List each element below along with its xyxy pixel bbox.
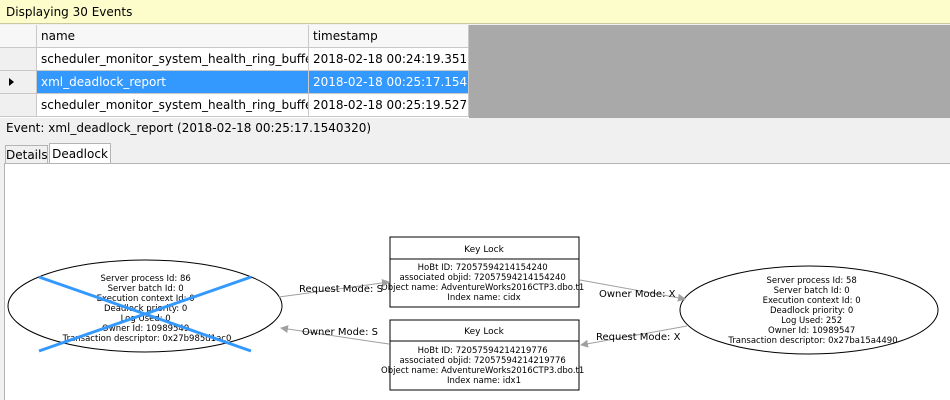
- victim-process-ellipse: [7, 259, 283, 353]
- event-name-cell[interactable]: xml_deadlock_report: [37, 71, 309, 93]
- victim-process-text: Server process Id: 86 Server batch Id: 0…: [62, 274, 232, 344]
- key-lock-bottom-title: Key Lock: [464, 327, 504, 337]
- row-selector[interactable]: [0, 94, 37, 116]
- table-row-selected[interactable]: xml_deadlock_report 2018-02-18 00:25:17.…: [0, 71, 469, 94]
- other-process-text: Server process Id: 58 Server batch Id: 0…: [727, 276, 897, 346]
- row-selector[interactable]: [0, 48, 37, 70]
- deadlock-graph-canvas[interactable]: Server process Id: 86 Server batch Id: 0…: [4, 163, 950, 400]
- key-lock-node-top[interactable]: Key Lock HoBt ID: 72057594214154240 asso…: [381, 236, 587, 308]
- edge-other-request: [580, 325, 688, 348]
- tab-deadlock[interactable]: Deadlock: [49, 143, 111, 164]
- event-name-cell[interactable]: scheduler_monitor_system_health_ring_buf…: [37, 48, 309, 70]
- other-process-node[interactable]: Server process Id: 58 Server batch Id: 0…: [679, 265, 939, 355]
- key-lock-top-text: HoBt ID: 72057594214154240 associated ob…: [381, 263, 587, 303]
- event-timestamp-cell[interactable]: 2018-02-18 00:25:19.5276859: [309, 94, 469, 116]
- deadlock-graph: Server process Id: 86 Server batch Id: 0…: [7, 236, 939, 391]
- key-lock-bottom-box: [389, 319, 580, 391]
- current-row-arrow-icon: [9, 78, 14, 86]
- edge-victim-request-label: Request Mode: S: [299, 284, 383, 295]
- edge-victim-request: [278, 278, 390, 298]
- table-row[interactable]: scheduler_monitor_system_health_ring_buf…: [0, 48, 469, 71]
- row-selector[interactable]: [0, 71, 37, 93]
- key-lock-top-box: [389, 236, 580, 308]
- other-process-ellipse: [679, 265, 939, 355]
- edge-victim-owner-label: Owner Mode: S: [302, 327, 378, 338]
- key-lock-bottom-text: HoBt ID: 72057594214219776 associated ob…: [381, 346, 587, 386]
- key-lock-node-bottom[interactable]: Key Lock HoBt ID: 72057594214219776 asso…: [381, 319, 587, 391]
- event-timestamp-cell[interactable]: 2018-02-18 00:24:19.3516078: [309, 48, 469, 70]
- event-count-text: Displaying 30 Events: [6, 5, 133, 19]
- grid-header-row: name timestamp: [0, 25, 469, 48]
- event-detail-label: Event: xml_deadlock_report (2018-02-18 0…: [6, 121, 372, 135]
- table-row[interactable]: scheduler_monitor_system_health_ring_buf…: [0, 94, 469, 117]
- events-grid[interactable]: name timestamp scheduler_monitor_system_…: [0, 25, 950, 118]
- column-header-timestamp[interactable]: timestamp: [309, 25, 469, 47]
- row-header-corner: [0, 25, 37, 47]
- edge-other-request-label: Request Mode: X: [596, 332, 681, 343]
- victim-cross-line-2: [38, 275, 252, 353]
- event-name-cell[interactable]: scheduler_monitor_system_health_ring_buf…: [37, 94, 309, 116]
- status-bar: Displaying 30 Events: [0, 0, 950, 24]
- tab-details[interactable]: Details: [5, 145, 48, 163]
- events-grid-body: name timestamp scheduler_monitor_system_…: [0, 25, 469, 118]
- edge-victim-owner: [280, 325, 390, 345]
- victim-process-node[interactable]: Server process Id: 86 Server batch Id: 0…: [7, 259, 283, 353]
- column-header-name[interactable]: name: [37, 25, 309, 47]
- edge-other-owner-label: Owner Mode: X: [599, 289, 676, 300]
- edge-other-owner: [579, 279, 686, 302]
- event-timestamp-cell[interactable]: 2018-02-18 00:25:17.1540320: [309, 71, 469, 93]
- key-lock-top-title: Key Lock: [464, 245, 504, 255]
